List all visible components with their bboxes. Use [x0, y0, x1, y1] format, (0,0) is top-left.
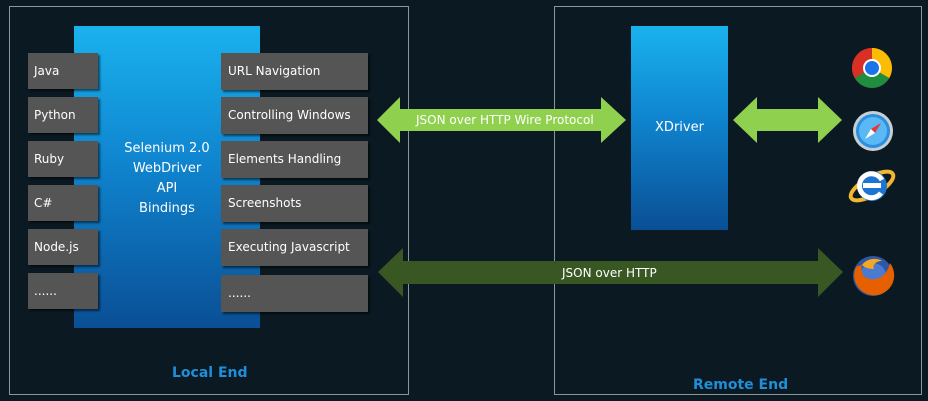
local-end-title: Local End [172, 365, 248, 381]
language-csharp: C# [28, 185, 98, 221]
xdriver-label: XDriver [655, 120, 704, 135]
feature-elements-handling: Elements Handling [221, 141, 368, 178]
language-more: ...... [28, 273, 98, 309]
feature-more: ...... [221, 275, 368, 312]
xdriver-browser-arrow [733, 97, 842, 143]
feature-url-navigation: URL Navigation [221, 53, 368, 90]
remote-end-title: Remote End [693, 377, 789, 393]
feature-executing-javascript: Executing Javascript [221, 229, 368, 266]
bindings-line: Bindings [139, 201, 195, 216]
language-ruby: Ruby [28, 141, 98, 177]
wire-protocol-arrow [377, 97, 626, 143]
http-label: JSON over HTTP [562, 266, 657, 280]
bindings-line: API [156, 181, 178, 196]
bindings-text: Selenium 2.0 WebDriver API Bindings [74, 139, 260, 219]
wire-protocol-label: JSON over HTTP Wire Protocol [416, 113, 594, 127]
remote-end-panel [554, 6, 922, 395]
bindings-line: WebDriver [132, 161, 202, 176]
local-end-panel [9, 6, 409, 395]
bindings-line: Selenium 2.0 [124, 141, 210, 156]
firefox-icon [853, 256, 895, 296]
http-arrow [378, 248, 843, 297]
language-java: Java [28, 53, 98, 89]
internet-explorer-icon [848, 169, 896, 203]
feature-screenshots: Screenshots [221, 185, 368, 222]
safari-icon [853, 111, 893, 151]
chrome-icon [852, 48, 892, 88]
language-python: Python [28, 97, 98, 133]
feature-controlling-windows: Controlling Windows [221, 97, 368, 134]
language-nodejs: Node.js [28, 229, 98, 265]
xdriver-box [631, 26, 728, 230]
